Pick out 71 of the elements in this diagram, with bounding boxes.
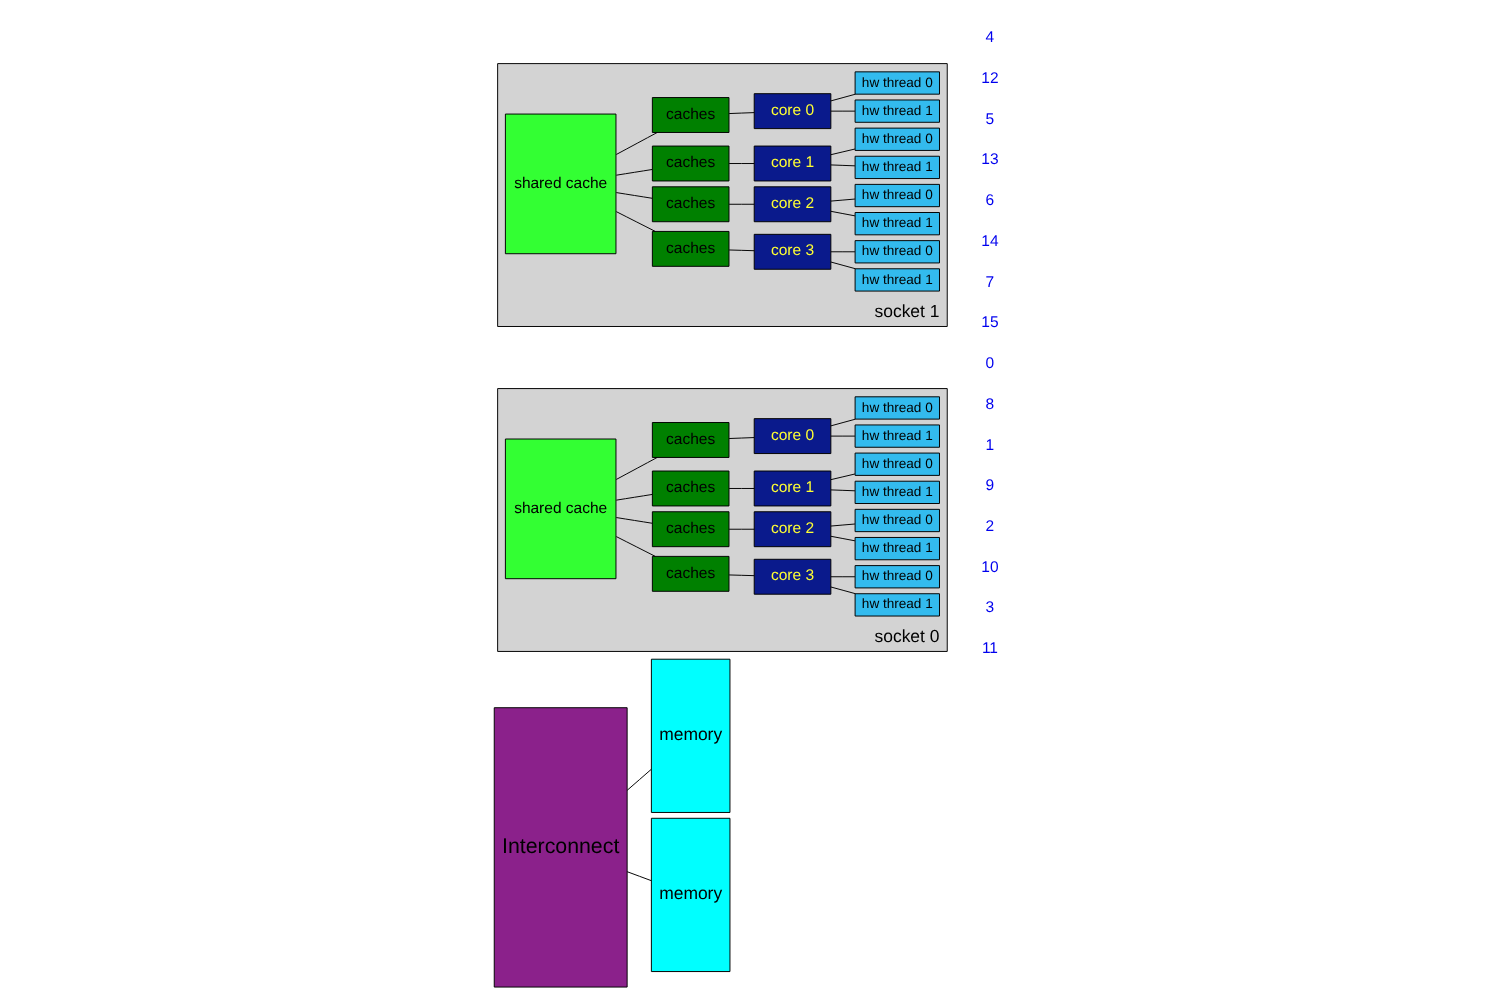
label: 3 (984, 598, 994, 617)
node-box: caches (650, 230, 729, 267)
node-box: memory (649, 658, 730, 813)
label: 10 (980, 557, 998, 576)
label: 7 (984, 272, 994, 291)
connector (727, 112, 754, 115)
label: 0 (984, 354, 994, 372)
node-box: caches (650, 422, 729, 458)
label: 1 (984, 435, 994, 454)
node-box: shared cache (503, 113, 616, 255)
node-box: caches (650, 186, 729, 223)
label: 15 (980, 313, 998, 332)
node-box: shared cache (503, 438, 616, 580)
connector (614, 169, 652, 176)
node-box: core 2 (752, 186, 831, 223)
node-box: caches (650, 511, 729, 548)
node-box: Interconnect (492, 707, 627, 988)
node-box: core 0 (752, 93, 831, 130)
connector (614, 493, 652, 501)
label: 4 (984, 28, 994, 47)
node-box: caches (650, 97, 729, 133)
connector (829, 93, 855, 102)
connector (614, 211, 655, 232)
connector (829, 198, 855, 202)
node-box: caches (650, 470, 729, 507)
connector (727, 437, 754, 439)
connector (727, 528, 754, 530)
connector (829, 110, 855, 112)
label: 11 (980, 639, 997, 658)
label: 5 (984, 109, 994, 128)
connector (829, 576, 855, 578)
label: 9 (984, 476, 994, 495)
node-box: caches (650, 145, 729, 182)
connector (614, 192, 652, 199)
node-box: memory (649, 817, 730, 973)
connector (727, 488, 754, 489)
node-box: core 3 (752, 233, 831, 270)
node-box: core 3 (752, 558, 831, 595)
connector (614, 457, 657, 480)
node-box: core 1 (752, 470, 831, 507)
connector (614, 132, 657, 155)
connector (829, 473, 855, 481)
label: 14 (980, 231, 998, 250)
connector (829, 210, 855, 217)
label: 13 (980, 150, 998, 169)
node-box: core 1 (752, 145, 831, 182)
connector (829, 418, 855, 427)
connector (614, 517, 652, 524)
label: 2 (984, 516, 994, 535)
connector (829, 535, 855, 542)
connector (829, 164, 855, 167)
label: 12 (980, 68, 998, 87)
connector (829, 251, 855, 253)
connector (829, 489, 855, 492)
connector (829, 586, 855, 595)
node-box: core 0 (752, 418, 831, 455)
connector (727, 163, 754, 164)
connector (625, 871, 651, 882)
connector (829, 435, 855, 437)
node-box: core 2 (752, 511, 831, 548)
connector (614, 536, 655, 557)
connector (727, 574, 754, 577)
connector (727, 249, 754, 252)
connector (829, 261, 855, 270)
node-box: caches (650, 555, 729, 592)
connector (829, 523, 855, 527)
label: 6 (984, 191, 994, 210)
connector (829, 148, 855, 156)
label: 8 (984, 394, 994, 413)
connector (625, 768, 651, 791)
connector (727, 203, 754, 205)
